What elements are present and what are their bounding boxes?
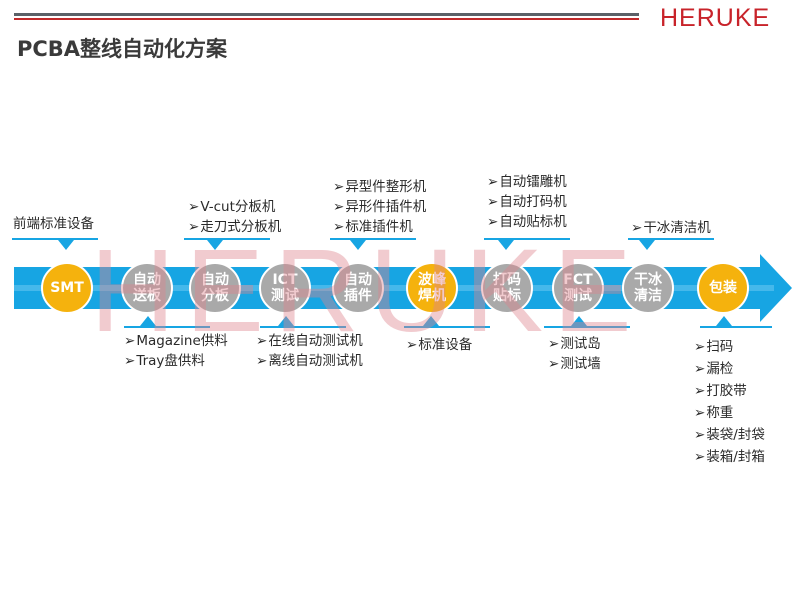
node-auto-feed bbox=[121, 262, 173, 314]
node-smt-label: SMT bbox=[50, 280, 84, 296]
node-dry-ice-clean bbox=[622, 262, 674, 314]
note-cleaning-machine: 干冰清洁机 bbox=[631, 218, 711, 238]
pointer-wave-bottom bbox=[423, 316, 439, 326]
header-rule-gray bbox=[14, 13, 639, 16]
note-smt-equipment: 前端标准设备 bbox=[13, 216, 94, 232]
pointer-ict-bottom bbox=[278, 316, 294, 326]
node-fct-test bbox=[552, 262, 604, 314]
node-wave-solder-label: 波峰焊机 bbox=[418, 272, 446, 304]
pointer-split-top bbox=[207, 240, 223, 250]
note-fct-stations: 测试岛 测试墙 bbox=[548, 334, 601, 374]
node-packaging-label: 包装 bbox=[709, 280, 737, 296]
note-packaging-steps: 扫码 漏检 打胶带 称重 装袋/封袋 装箱/封箱 bbox=[694, 336, 765, 468]
pointer-pack-bottom bbox=[716, 316, 732, 326]
note-ict-testers: 在线自动测试机 离线自动测试机 bbox=[256, 331, 363, 371]
node-auto-feed-label: 自动送板 bbox=[133, 272, 161, 304]
note-wave-equipment: 标准设备 bbox=[406, 335, 472, 355]
node-dry-ice-clean-label: 干冰清洁 bbox=[634, 272, 662, 304]
pointer-clean-top bbox=[639, 240, 655, 250]
node-mark-label bbox=[481, 262, 533, 314]
brand-logo: HERUKE bbox=[660, 4, 771, 32]
note-splitter-machines: V-cut分板机 走刀式分板机 bbox=[188, 197, 281, 237]
pointer-smt-top bbox=[58, 240, 74, 250]
node-smt bbox=[41, 262, 93, 314]
node-packaging bbox=[697, 262, 749, 314]
node-ict-test bbox=[259, 262, 311, 314]
pointer-feed-bottom bbox=[140, 316, 156, 326]
node-wave-solder bbox=[406, 262, 458, 314]
node-auto-split bbox=[189, 262, 241, 314]
node-auto-insert-label: 自动插件 bbox=[344, 272, 372, 304]
node-auto-insert bbox=[332, 262, 384, 314]
pointer-mark-top bbox=[498, 240, 514, 250]
note-insertion-machines: 异型件整形机 异形件插件机 标准插件机 bbox=[333, 177, 426, 237]
arrow-highlight bbox=[14, 285, 774, 291]
page-title: PCBA整线自动化方案 bbox=[17, 37, 228, 61]
node-auto-split-label: 自动分板 bbox=[201, 272, 229, 304]
note-marking-machines: 自动镭雕机 自动打码机 自动贴标机 bbox=[487, 172, 567, 232]
pointer-fct-bottom bbox=[571, 316, 587, 326]
header-rule-red bbox=[14, 18, 639, 20]
node-mark-label-label: 打码贴标 bbox=[493, 272, 521, 304]
pointer-insert-top bbox=[350, 240, 366, 250]
note-feeding-options: Magazine供料 Tray盘供料 bbox=[124, 331, 227, 371]
